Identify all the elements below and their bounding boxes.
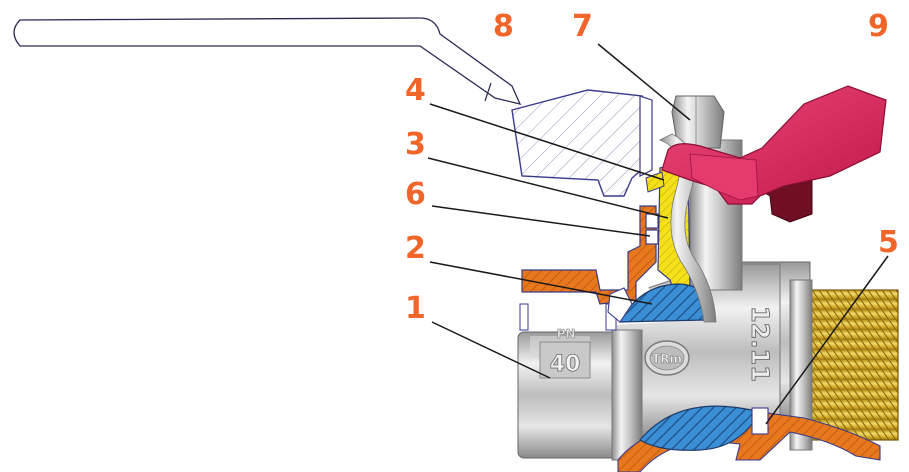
callout-4: 4 [405,73,426,108]
size-marking-text: 40 [550,352,581,377]
leader-2 [429,261,653,305]
leader-4 [429,103,665,181]
size-prefix-text: PN [557,327,576,341]
callout-1: 1 [405,291,426,326]
body-section-lower [617,405,881,472]
date-code-text: 12.11 [746,306,774,382]
leader-5 [765,255,889,425]
stem-shaft [658,133,717,323]
callout-6: 6 [405,177,426,212]
lever-handle [13,17,522,105]
callout-labels: 1 2 3 4 5 6 7 8 9 [405,9,899,326]
packing-ring [645,171,665,193]
callout-8: 8 [493,9,514,44]
callout-9: 9 [868,9,889,44]
size-marking: 40 PN [539,327,591,379]
manufacturer-logo: TRm [644,340,690,376]
o-ring-lower [645,229,659,245]
handle-grip-section [511,89,653,197]
callout-2: 2 [405,231,426,266]
leader-1 [431,321,551,379]
butterfly-handle [661,85,887,223]
threaded-end [789,279,899,451]
callout-5: 5 [878,225,899,260]
valve-body [517,95,811,461]
leader-3 [427,157,669,219]
leader-lines [427,43,889,425]
callout-3: 3 [405,127,426,162]
logo-text: TRm [652,352,682,366]
leader-7 [597,43,691,121]
callout-7: 7 [572,9,593,44]
o-ring [645,213,659,229]
leader-6 [431,205,651,237]
